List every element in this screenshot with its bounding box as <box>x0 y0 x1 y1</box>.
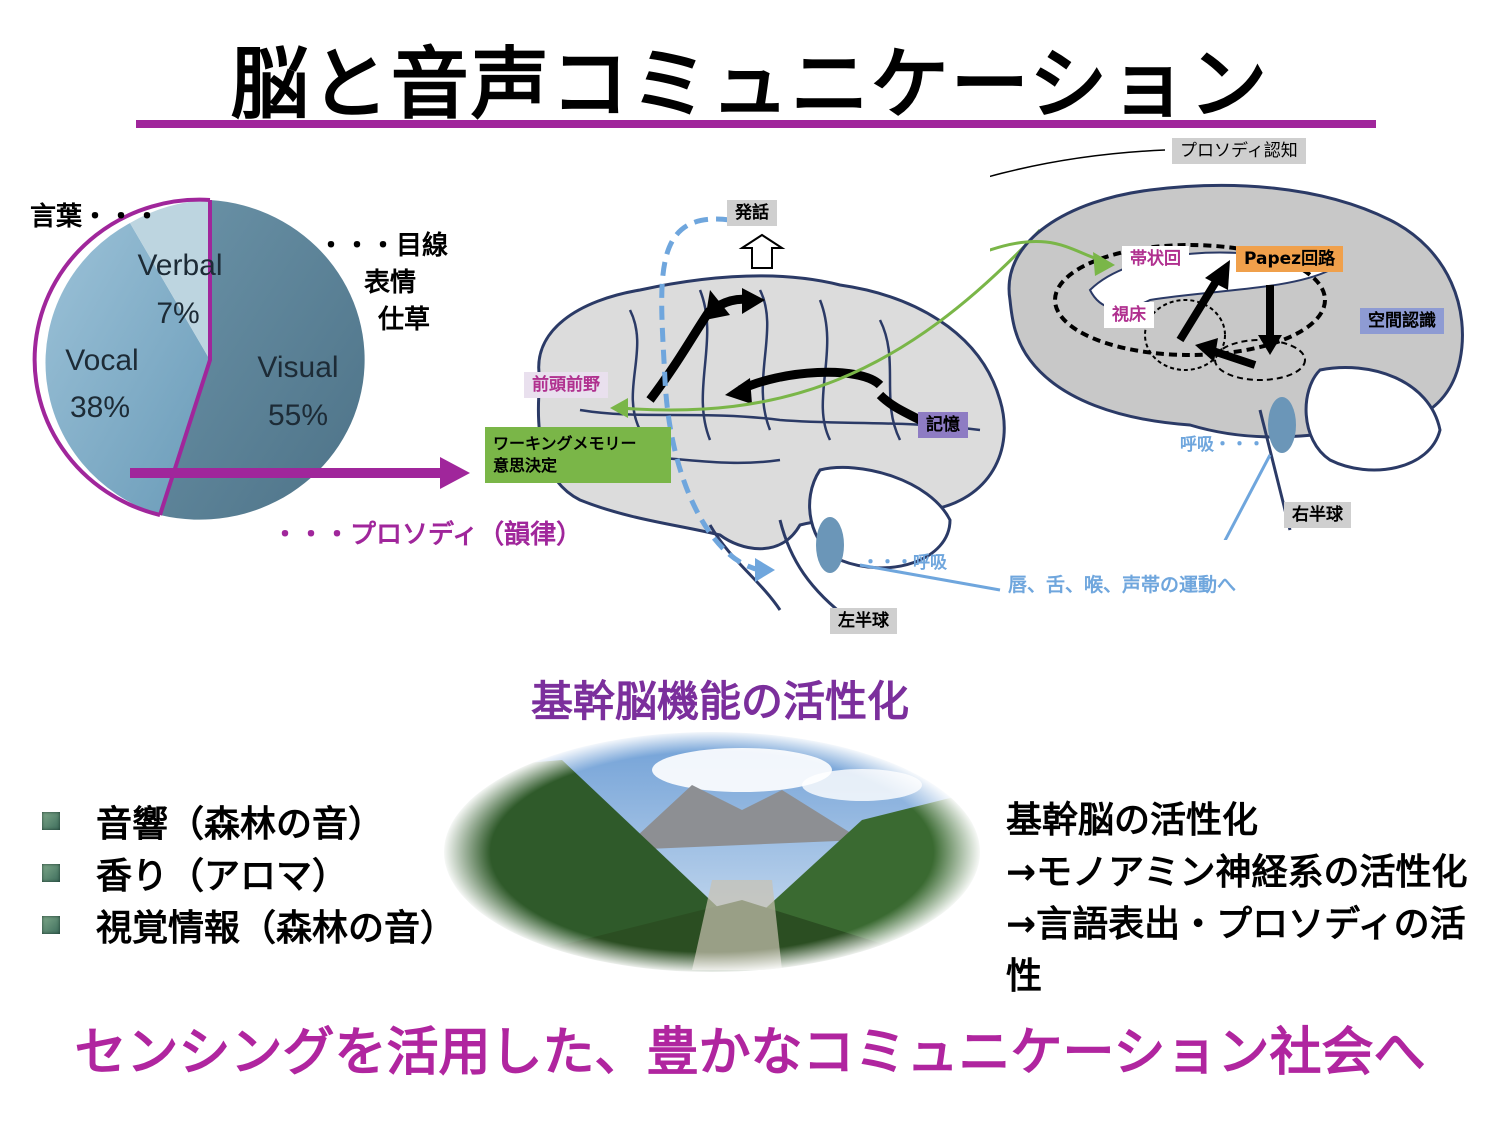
forest-valley-image <box>442 730 982 974</box>
prosody-arrow <box>440 457 470 489</box>
decision-label: 意思決定 <box>493 456 558 475</box>
papez-label: Papez回路 <box>1236 246 1344 272</box>
spatial-label: 空間認識 <box>1360 308 1444 334</box>
working-memory-label: ワーキングメモリー <box>493 434 637 453</box>
percent-visual: 55% <box>268 399 328 432</box>
right-breath-label: 呼吸・・・ <box>1180 435 1265 455</box>
memory-label: 記憶 <box>918 412 968 438</box>
working-memory-box: ワーキングメモリー 意思決定 <box>485 427 671 483</box>
prosody-recognition-label: プロソディ認知 <box>1172 138 1306 164</box>
label-visual: Visual <box>257 351 338 384</box>
prefrontal-label: 前頭前野 <box>524 372 608 398</box>
prosody-label: ・・・プロソディ（韻律） <box>272 520 583 550</box>
right-hemisphere-illustration <box>990 149 1464 540</box>
pie-left-label: 言葉・・・ <box>30 202 161 232</box>
left-hemisphere-label: 左半球 <box>830 608 897 634</box>
cerebellum <box>808 465 952 570</box>
bullet-text: 音響（森林の音） <box>96 804 385 845</box>
right-cerebellum <box>1304 366 1442 472</box>
bullet-text: 視覚情報（森林の音） <box>96 908 457 949</box>
pie-right-label-3: 仕草 <box>378 305 431 335</box>
footer-slogan: センシングを活用した、豊かなコミュニケーション社会へ <box>74 1023 1426 1083</box>
pie-slice-verbal <box>130 200 210 360</box>
pie-slice-vocal <box>45 223 210 515</box>
percent-vocal: 38% <box>70 391 130 424</box>
page-title: 脳と音声コミュニケーション <box>230 40 1270 130</box>
bullet-square-icon <box>42 864 60 882</box>
activation-line-3: →言語表出・プロソディの活性 <box>1006 904 1466 997</box>
activation-description: 基幹脳の活性化 →モノアミン神経系の活性化 →言語表出・プロソディの活性 <box>1006 795 1500 1003</box>
bullet-item: 香り（アロマ） <box>42 847 456 899</box>
title-divider <box>136 120 1376 128</box>
activation-line-2: →モノアミン神経系の活性化 <box>1006 852 1468 893</box>
bullet-item: 音響（森林の音） <box>42 795 456 847</box>
bullet-square-icon <box>42 916 60 934</box>
activation-line-1: 基幹脳の活性化 <box>1006 800 1259 841</box>
bullet-item: 視覚情報（森林の音） <box>42 899 456 951</box>
vocal-verbal-outline <box>32 197 211 517</box>
right-brainstem <box>1268 397 1296 453</box>
left-hemisphere-illustration <box>536 216 1040 622</box>
pie-right-label-2: 表情 <box>364 268 417 298</box>
motor-label: 唇、舌、喉、声帯の運動へ <box>1008 574 1237 596</box>
right-hemisphere-label: 右半球 <box>1284 502 1351 528</box>
cingulate-label: 帯状回 <box>1122 246 1189 272</box>
communication-pie-chart: Verbal 7% Vocal 38% Visual 55% <box>32 197 470 520</box>
thalamus-label: 視床 <box>1104 302 1154 328</box>
label-verbal: Verbal <box>137 249 222 282</box>
bullet-square-icon <box>42 812 60 830</box>
pie-right-label-1: ・・・目線 <box>318 231 449 261</box>
left-breath-label: ・・・呼吸 <box>862 553 947 573</box>
left-brainstem <box>816 517 844 573</box>
speech-label: 発話 <box>727 200 777 226</box>
percent-verbal: 7% <box>156 297 199 330</box>
label-vocal: Vocal <box>65 344 138 377</box>
bullet-list: 音響（森林の音） 香り（アロマ） 視覚情報（森林の音） <box>42 795 456 951</box>
subtitle: 基幹脳機能の活性化 <box>530 677 909 726</box>
bullet-text: 香り（アロマ） <box>96 856 349 897</box>
